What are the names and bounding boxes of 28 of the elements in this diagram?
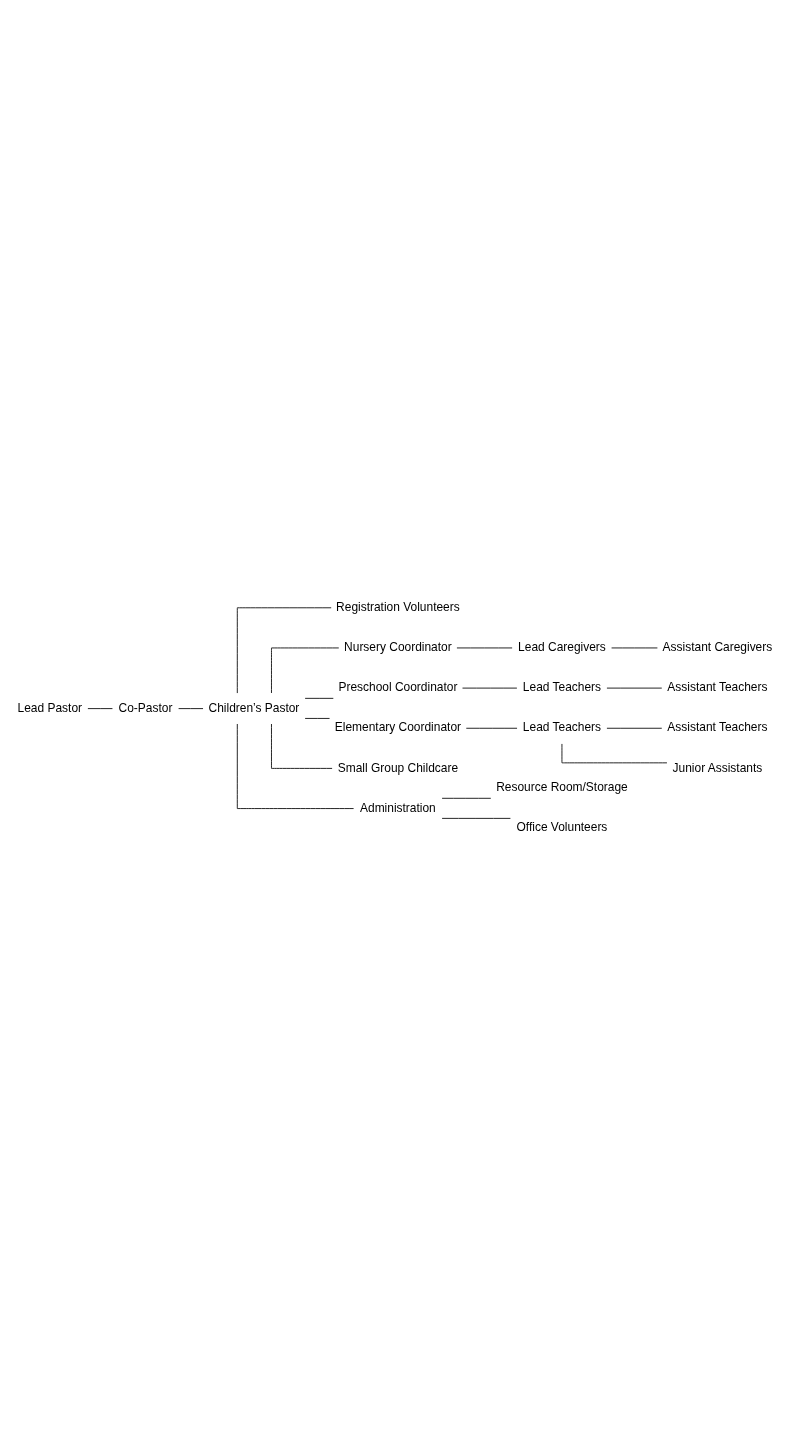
node-text: Nursery Coordinator <box>344 639 452 654</box>
node-text: Resource Room/Storage <box>496 779 628 794</box>
node-text: Administration <box>360 800 436 815</box>
node-text: Small Group Childcare <box>337 760 459 775</box>
node-text: Assistant Caregivers <box>662 639 773 654</box>
node-text: Co-Pastor <box>118 700 173 715</box>
connector <box>304 697 334 699</box>
node-text: Assistant Teachers <box>667 719 768 734</box>
node-text: Elementary Coordinator <box>334 719 462 734</box>
connector <box>236 606 332 693</box>
node-text: Registration Volunteers <box>336 599 460 614</box>
connector <box>178 707 204 709</box>
node-text: Lead Caregivers <box>518 639 606 654</box>
node-text: Lead Teachers <box>522 679 602 694</box>
node-text: Assistant Teachers <box>667 679 768 694</box>
connector <box>87 707 113 709</box>
connector <box>271 647 340 693</box>
node-text: Lead Teachers <box>522 719 602 734</box>
connector <box>304 717 330 719</box>
node-text: Preschool Coordinator <box>338 679 458 694</box>
connector <box>271 723 333 769</box>
connector <box>441 797 492 799</box>
node-text: Lead Pastor <box>17 700 83 715</box>
connector <box>441 817 511 819</box>
connector <box>236 723 355 809</box>
node-text: Children’s Pastor <box>208 700 300 715</box>
node-text: Office Volunteers <box>516 819 608 834</box>
node-text: Junior Assistants <box>672 760 763 775</box>
